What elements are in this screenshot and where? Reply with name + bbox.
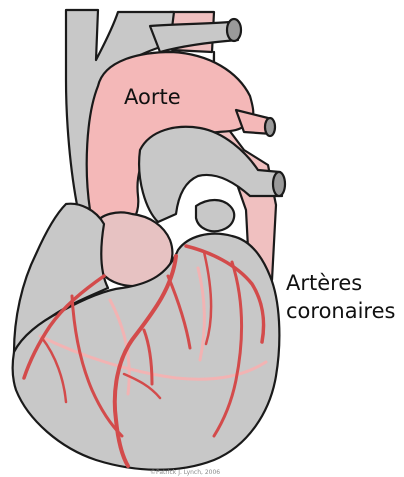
image-credit: ©Patrick J. Lynch, 2006 xyxy=(150,469,220,476)
aorta-label: Aorte xyxy=(124,85,181,109)
coronary-arteries-label-line2: coronaires xyxy=(286,299,395,323)
brachiocephalic-opening xyxy=(227,19,241,41)
aortic-branch-opening xyxy=(265,118,275,136)
left-atrial-appendage xyxy=(196,200,234,231)
pulmonary-artery-opening xyxy=(273,172,285,196)
coronary-arteries-label-line1: Artères xyxy=(286,271,362,295)
